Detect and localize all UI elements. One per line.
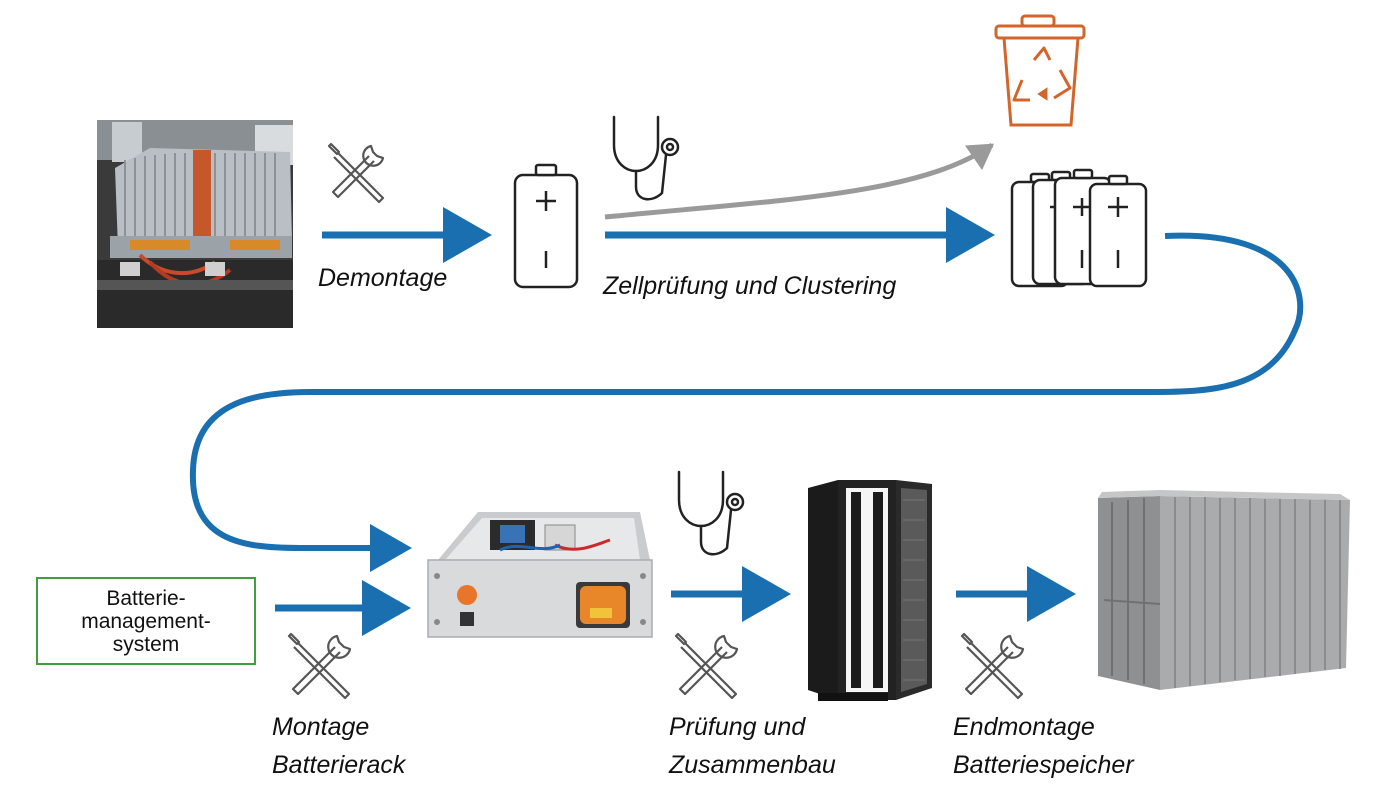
battery-pack-photo bbox=[97, 120, 293, 328]
tools-icon bbox=[674, 632, 739, 700]
bms-line-1: Batterie- bbox=[106, 587, 186, 610]
label-endmontage-line1: Endmontage bbox=[953, 713, 1095, 741]
shipping-container-icon bbox=[1098, 490, 1350, 690]
discard-arrow bbox=[604, 142, 995, 220]
bms-line-3: system bbox=[112, 633, 180, 656]
recycle-bin-icon bbox=[994, 14, 1086, 127]
label-endmontage-line2: Batteriespeicher bbox=[953, 751, 1134, 779]
battery-rack-photo bbox=[427, 512, 653, 638]
connector-curve bbox=[189, 232, 1304, 572]
stethoscope-icon bbox=[677, 470, 745, 556]
bms-line-2: management- bbox=[81, 610, 211, 633]
label-demontage: Demontage bbox=[318, 264, 448, 292]
tools-icon bbox=[287, 632, 352, 700]
tools-icon bbox=[327, 142, 385, 204]
battery-cells-group-icon bbox=[1010, 168, 1148, 288]
tools-icon bbox=[960, 632, 1025, 700]
label-montage-line2: Batterierack bbox=[272, 751, 406, 779]
label-pruefung-line2: Zusammenbau bbox=[669, 751, 836, 779]
label-montage-line1: Montage bbox=[272, 713, 370, 741]
battery-cell-icon bbox=[513, 163, 579, 289]
stethoscope-icon bbox=[612, 115, 680, 201]
bms-box: Batterie- management- system bbox=[36, 577, 256, 665]
label-zellpruefung: Zellprüfung und Clustering bbox=[603, 272, 897, 300]
server-rack-icon bbox=[808, 480, 932, 701]
label-pruefung-line1: Prüfung und bbox=[669, 713, 806, 741]
